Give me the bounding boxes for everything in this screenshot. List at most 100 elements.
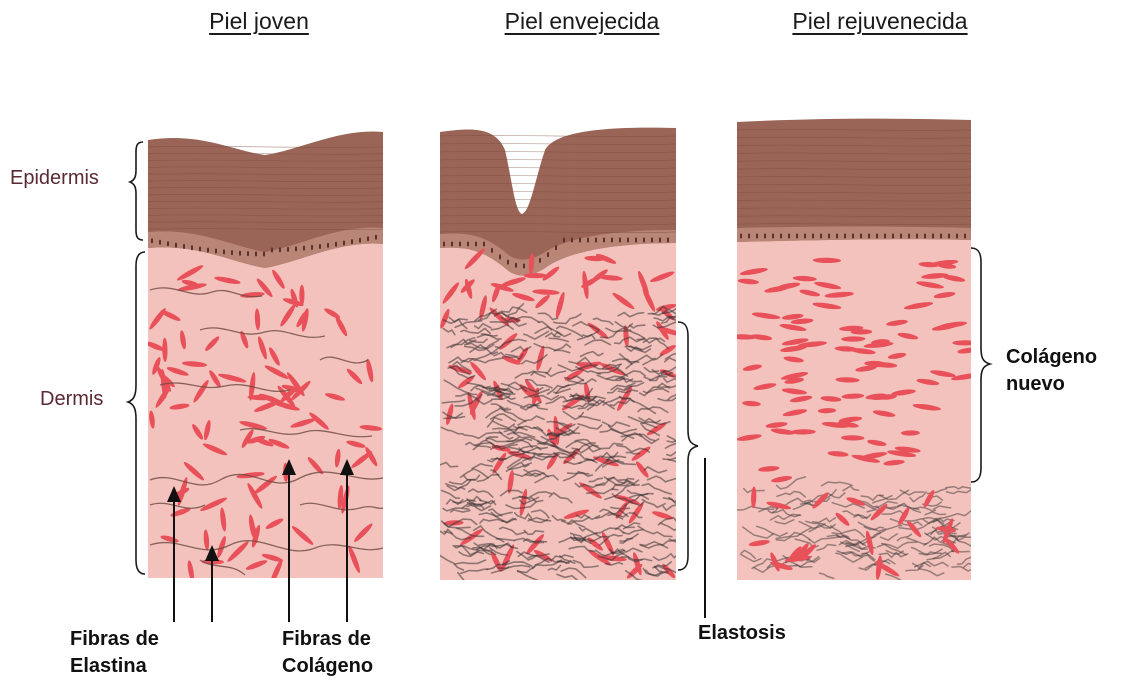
- basal-cell-dot: [876, 234, 878, 239]
- basal-cell-dot: [475, 242, 477, 247]
- basal-cell-dot: [151, 238, 153, 243]
- basal-cell-dot: [239, 251, 241, 256]
- basal-cell-dot: [223, 249, 225, 254]
- basal-cell-dot: [932, 234, 934, 239]
- title-rejuvenated-skin: Piel rejuvenecida: [792, 8, 967, 35]
- basal-cell-dot: [335, 242, 337, 247]
- new-collagen-brace: [971, 248, 990, 482]
- basal-cell-dot: [940, 234, 942, 239]
- basal-cell-dot: [780, 234, 782, 239]
- basal-cell-dot: [948, 234, 950, 239]
- basal-cell-dot: [451, 242, 453, 247]
- basal-cell-dot: [908, 234, 910, 239]
- elastin-fibers-label-line1: Fibras de: [70, 626, 159, 653]
- title-aged-skin: Piel envejecida: [505, 8, 660, 35]
- basal-cell-dot: [651, 238, 653, 243]
- elastosis-fiber: [667, 441, 685, 443]
- basal-cell-dot: [756, 234, 758, 239]
- basal-cell-dot: [844, 234, 846, 239]
- basal-cell-dot: [255, 251, 257, 256]
- basal-cell-dot: [215, 249, 217, 254]
- basal-cell-dot: [175, 243, 177, 248]
- basal-cell-dot: [587, 238, 589, 243]
- basal-cell-dot: [327, 243, 329, 248]
- basal-cell-dot: [515, 263, 517, 268]
- basal-cell-dot: [627, 238, 629, 243]
- basal-cell-dot: [319, 244, 321, 249]
- basal-cell-dot: [207, 248, 209, 253]
- basal-cell-dot: [764, 234, 766, 239]
- basal-cell-dot: [271, 247, 273, 252]
- basal-cell-dot: [772, 234, 774, 239]
- aged-skin-panel: [439, 128, 697, 586]
- basal-cell-dot: [311, 245, 313, 250]
- basal-cell-dot: [964, 234, 966, 239]
- basal-cell-dot: [159, 240, 161, 245]
- basal-cell-dot: [852, 234, 854, 239]
- basal-cell-dot: [539, 258, 541, 263]
- basal-cell-dot: [659, 238, 661, 243]
- basal-cell-dot: [467, 242, 469, 247]
- basal-cell-dot: [812, 234, 814, 239]
- basal-cell-dot: [199, 246, 201, 251]
- basal-cell-dot: [303, 246, 305, 251]
- basal-cell-dot: [231, 250, 233, 255]
- basal-cell-dot: [804, 234, 806, 239]
- basal-cell-dot: [900, 234, 902, 239]
- basal-cell-dot: [828, 234, 830, 239]
- basal-cell-dot: [491, 248, 493, 253]
- basal-cell-dot: [611, 238, 613, 243]
- elastosis-label: Elastosis: [698, 620, 786, 647]
- basal-cell-dot: [375, 235, 377, 240]
- elastin-fibers-label-line2: Elastina: [70, 653, 159, 680]
- basal-cell-dot: [287, 247, 289, 252]
- basal-cell-dot: [635, 238, 637, 243]
- new-collagen-label-line1: Colágeno: [1006, 344, 1097, 371]
- basal-cell-dot: [571, 238, 573, 243]
- basal-cell-dot: [167, 241, 169, 246]
- basal-cell-dot: [483, 242, 485, 247]
- basal-cell-dot: [247, 251, 249, 256]
- rejuvenated-basal-dots: [740, 234, 966, 239]
- basal-cell-dot: [603, 238, 605, 243]
- basal-cell-dot: [523, 263, 525, 268]
- basal-cell-dot: [507, 260, 509, 265]
- basal-cell-dot: [547, 252, 549, 257]
- basal-cell-dot: [836, 234, 838, 239]
- basal-cell-dot: [563, 238, 565, 243]
- basal-cell-dot: [351, 239, 353, 244]
- new-collagen-label-line2: nuevo: [1006, 371, 1097, 398]
- basal-cell-dot: [367, 236, 369, 241]
- collagen-fiber: [524, 273, 547, 278]
- collagen-fibers-label-line2: Colágeno: [282, 653, 373, 680]
- new-collagen-label: Colágeno nuevo: [1006, 344, 1097, 398]
- basal-cell-dot: [868, 234, 870, 239]
- collagen-fibers-label-line1: Fibras de: [282, 626, 373, 653]
- basal-cell-dot: [359, 238, 361, 243]
- basal-cell-dot: [595, 238, 597, 243]
- epidermis-label: Epidermis: [10, 167, 99, 190]
- collagen-fiber: [952, 340, 978, 345]
- basal-cell-dot: [748, 234, 750, 239]
- basal-cell-dot: [555, 245, 557, 250]
- basal-cell-dot: [820, 234, 822, 239]
- collagen-fibers-label: Fibras de Colágeno: [282, 626, 373, 680]
- basal-cell-dot: [667, 238, 669, 243]
- rejuvenated-skin-panel: [729, 119, 988, 585]
- basal-cell-dot: [643, 238, 645, 243]
- basal-cell-dot: [892, 234, 894, 239]
- epidermis-brace: [130, 142, 143, 240]
- basal-cell-dot: [279, 247, 281, 252]
- basal-cell-dot: [263, 251, 265, 256]
- basal-cell-dot: [443, 242, 445, 247]
- basal-cell-dot: [916, 234, 918, 239]
- dermis-label: Dermis: [40, 388, 103, 411]
- basal-cell-dot: [788, 234, 790, 239]
- basal-cell-dot: [343, 240, 345, 245]
- elastosis-brace: [678, 322, 698, 570]
- basal-cell-dot: [956, 234, 958, 239]
- basal-cell-dot: [619, 238, 621, 243]
- basal-cell-dot: [295, 246, 297, 251]
